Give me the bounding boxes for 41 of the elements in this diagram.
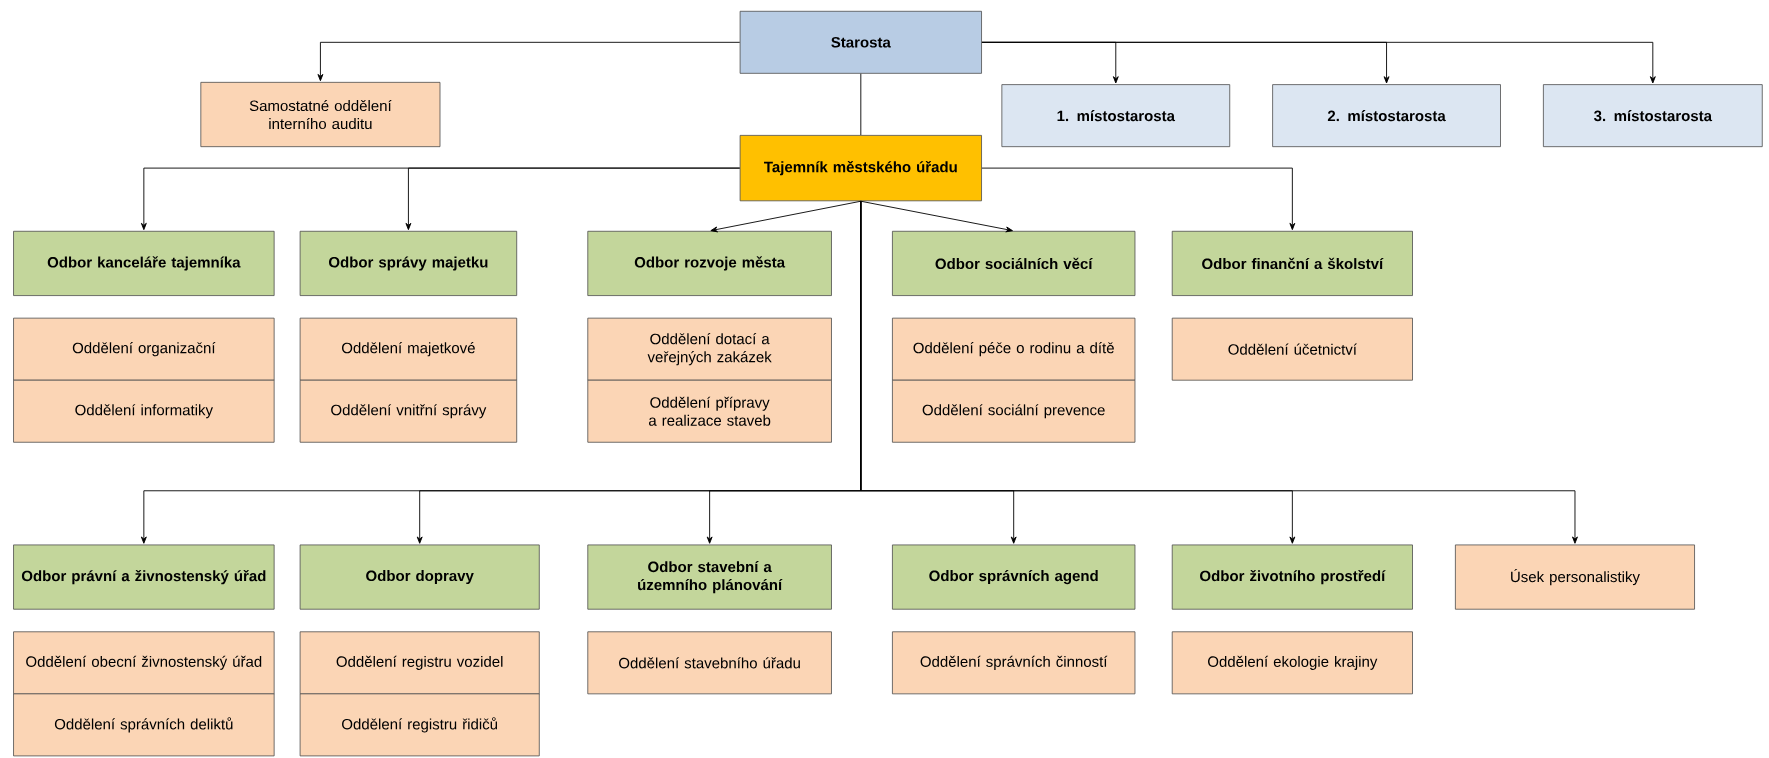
section-box: Oddělení správních činností [892, 631, 1136, 695]
department-box: Odbor kanceláře tajemníka [13, 230, 275, 296]
department-box: Odbor finanční a školství [1171, 230, 1413, 296]
deputy-box: 3. místostarosta [1543, 84, 1763, 148]
department-box: Odbor životního prostředí [1171, 544, 1413, 610]
connector [710, 200, 862, 233]
connector [860, 200, 1013, 233]
section-box: Samostatné oddělení interního auditu [200, 81, 441, 148]
deputy-box: 2. místostarosta [1272, 84, 1501, 148]
connector [981, 167, 1296, 231]
section-box: Oddělení účetnictví [1171, 317, 1413, 381]
section-box: Oddělení stavebního úřadu [587, 631, 832, 695]
department-box: Odbor právní a živnostenský úřad [13, 544, 275, 610]
section-box: Oddělení přípravy a realizace staveb [587, 379, 832, 443]
section-box: Oddělení registru vozidel [299, 631, 540, 695]
connector [981, 41, 1656, 84]
department-box: Odbor rozvoje města [587, 230, 832, 296]
connector [405, 167, 741, 231]
section-box: Oddělení ekologie krajiny [1171, 631, 1413, 695]
section-box: Oddělení obecní živnostenský úřad [13, 631, 275, 695]
section-box: Oddělení registru řidičů [299, 693, 540, 757]
department-box: Odbor sociálních věcí [892, 230, 1136, 296]
deputy-box: 1. místostarosta [1001, 84, 1231, 148]
department-box: Odbor správních agend [892, 544, 1136, 610]
section-box: Oddělení vnitřní správy [299, 379, 518, 443]
section-box: Oddělení sociální prevence [892, 379, 1136, 443]
connector [860, 73, 862, 136]
section-box: Oddělení informatiky [13, 379, 275, 443]
connector [317, 41, 741, 82]
department-box: Odbor stavební a územního plánování [587, 544, 832, 610]
section-box: Oddělení organizační [13, 317, 275, 381]
section-box: Úsek personalistiky [1455, 544, 1695, 610]
section-box: Oddělení správních deliktů [13, 693, 275, 757]
connector [860, 200, 1578, 544]
mayor-box: Starosta [739, 10, 982, 74]
section-box: Oddělení péče o rodinu a dítě [892, 317, 1136, 381]
department-box: Odbor správy majetku [299, 230, 518, 296]
secretary-box: Tajemník městského úřadu [739, 135, 982, 202]
section-box: Oddělení majetkové [299, 317, 518, 381]
department-box: Odbor dopravy [299, 544, 540, 610]
section-box: Oddělení dotací a veřejných zakázek [587, 317, 832, 381]
